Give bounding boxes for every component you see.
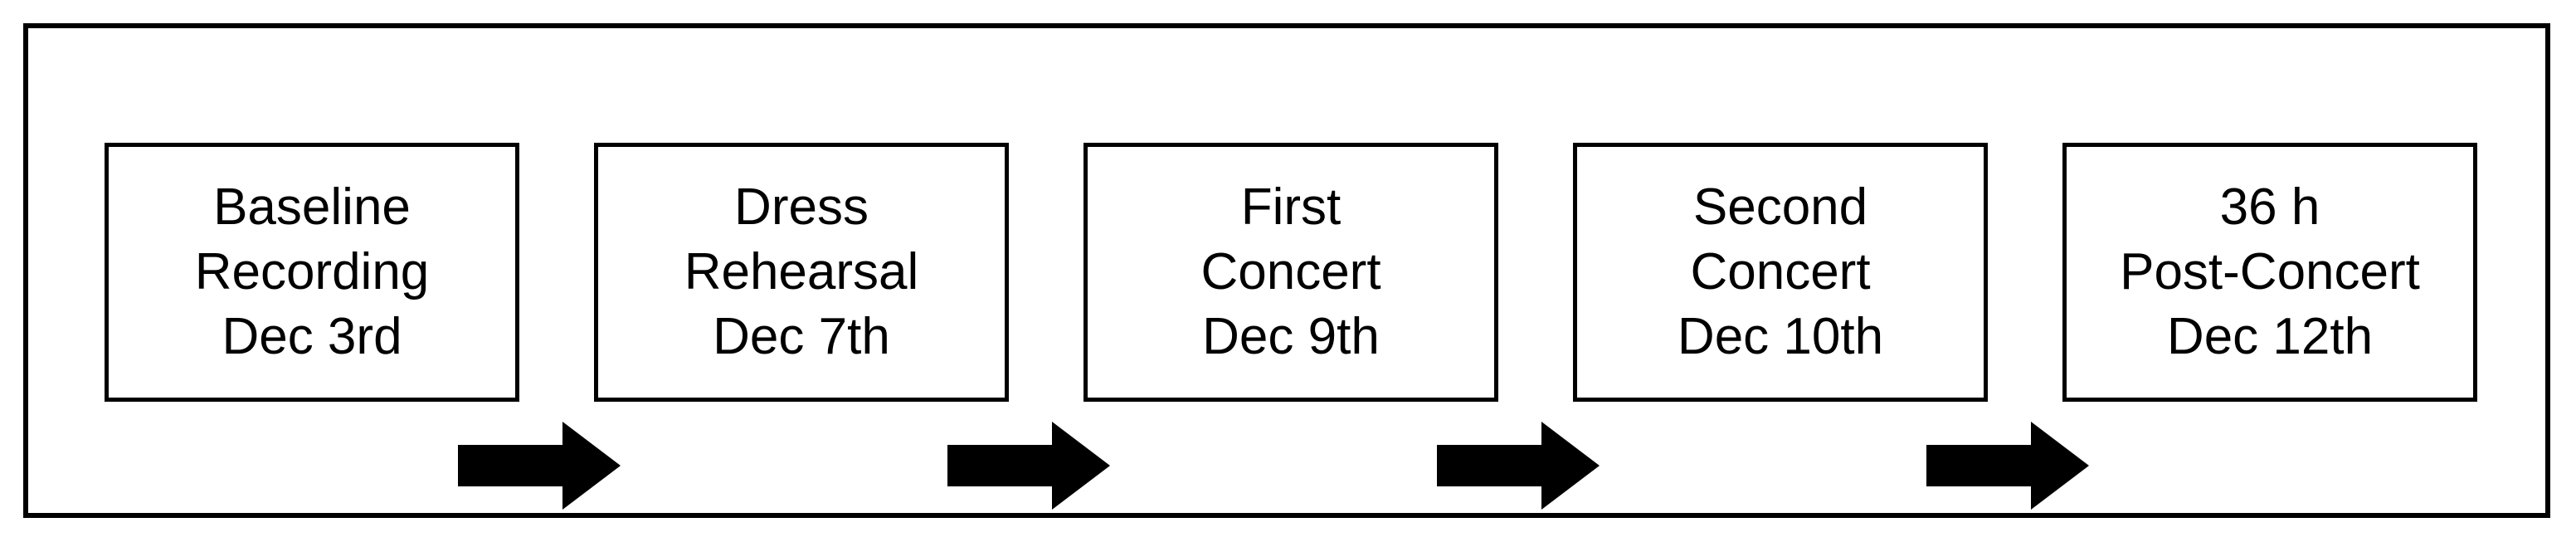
step-title: Baseline: [213, 178, 411, 236]
step-title: First: [1240, 178, 1342, 236]
step-date: Dec 7th: [713, 308, 890, 365]
step-dress-rehearsal: Dress Rehearsal Dec 7th: [594, 143, 1009, 402]
step-first-concert: First Concert Dec 9th: [1083, 143, 1498, 402]
step-title: Dress: [734, 178, 869, 236]
right-arrow-icon: [947, 422, 1110, 510]
step-second-concert: Second Concert Dec 10th: [1573, 143, 1988, 402]
step-subtitle: Concert: [1200, 243, 1381, 300]
step-date: Dec 3rd: [222, 308, 402, 365]
right-arrow-icon: [1926, 422, 2089, 510]
step-subtitle: Concert: [1690, 243, 1871, 300]
step-date: Dec 12th: [2166, 308, 2374, 365]
step-title: 36 h: [2219, 178, 2320, 236]
step-baseline-recording: Baseline Recording Dec 3rd: [105, 143, 519, 402]
step-title: Second: [1692, 178, 1868, 236]
step-post-concert: 36 h Post-Concert Dec 12th: [2062, 143, 2477, 402]
step-date: Dec 9th: [1202, 308, 1380, 365]
right-arrow-icon: [458, 422, 621, 510]
right-arrow-icon: [1437, 422, 1600, 510]
step-date: Dec 10th: [1677, 308, 1884, 365]
step-subtitle: Rehearsal: [684, 243, 919, 300]
step-subtitle: Post-Concert: [2120, 243, 2420, 300]
step-subtitle: Recording: [194, 243, 430, 300]
